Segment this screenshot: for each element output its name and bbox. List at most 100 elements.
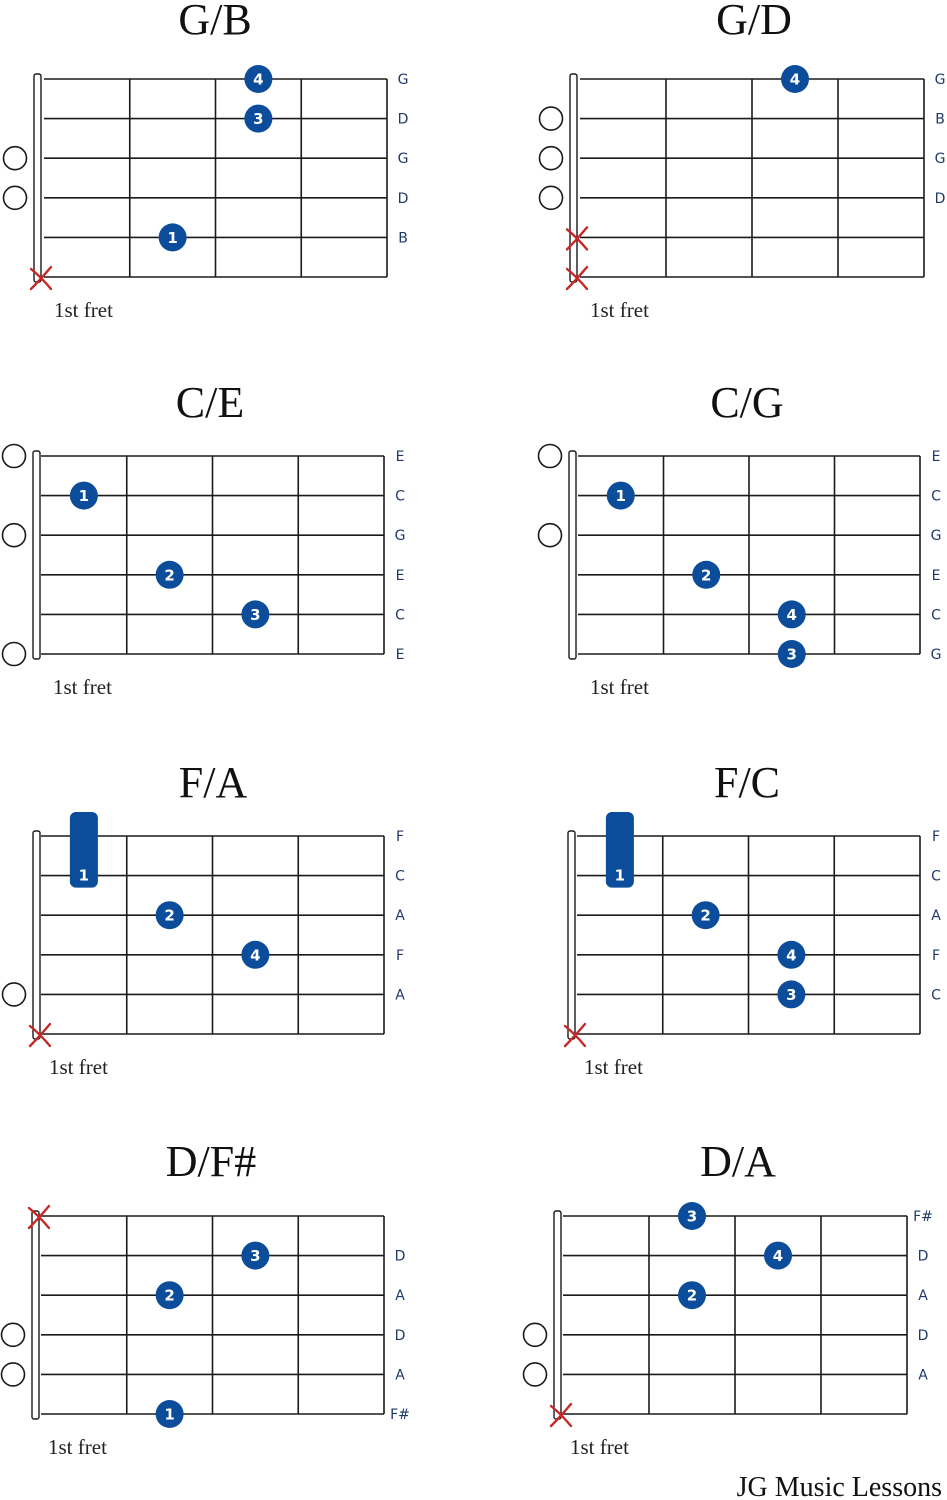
fret-position-label: 1st fret	[49, 1055, 108, 1079]
string-label: F	[932, 829, 940, 845]
string-label: G	[931, 647, 942, 663]
finger-number: 3	[250, 606, 260, 624]
finger-dot	[691, 901, 720, 930]
fret-position-label: 1st fret	[54, 298, 113, 322]
string-label: C	[395, 489, 405, 505]
finger-dot	[241, 1241, 270, 1270]
finger-number: 1	[164, 1406, 174, 1424]
open-string-marker	[1, 443, 27, 469]
string-label: C	[931, 987, 941, 1003]
nut	[553, 1210, 562, 1420]
finger-number: 4	[250, 946, 260, 964]
string-label: G	[395, 528, 406, 544]
finger-number: 1	[616, 487, 626, 505]
chord-title: C/G	[710, 378, 783, 427]
string-label: G	[398, 151, 409, 167]
open-string-marker	[538, 185, 564, 211]
string-label: B	[935, 112, 945, 128]
nut	[32, 830, 41, 1040]
finger-dot	[781, 65, 809, 93]
finger-dot	[777, 940, 806, 969]
credit-text: JG Music Lessons	[737, 1472, 942, 1500]
string-label: G	[935, 72, 946, 88]
string-label: F	[396, 829, 404, 845]
finger-dot	[606, 481, 635, 510]
string-label: E	[396, 568, 405, 584]
open-string-marker	[0, 1362, 26, 1387]
open-string-marker	[537, 522, 563, 548]
open-string-marker	[0, 1322, 26, 1348]
nut	[32, 450, 41, 660]
string-label: E	[932, 568, 941, 584]
string-label: A	[395, 908, 405, 924]
finger-number: 3	[786, 986, 796, 1004]
open-string-marker	[2, 185, 28, 211]
fret-position-label: 1st fret	[53, 675, 112, 699]
open-string-marker	[1, 641, 27, 667]
string-label: G	[398, 72, 409, 88]
string-label: F#	[390, 1407, 410, 1423]
string-label: E	[396, 647, 405, 663]
finger-number: 2	[687, 1287, 697, 1305]
finger-number: 4	[787, 606, 797, 624]
open-string-marker	[1, 982, 27, 1007]
finger-number: 2	[164, 1287, 174, 1305]
chord-title: D/F#	[166, 1137, 256, 1186]
finger-dot	[678, 1281, 706, 1310]
string-label: D	[935, 191, 946, 207]
finger-number: 3	[253, 110, 263, 128]
barre-marker	[69, 812, 98, 888]
fret-position-label: 1st fret	[584, 1055, 643, 1079]
finger-number: 4	[253, 71, 263, 89]
open-string-marker	[538, 106, 564, 131]
muted-string-marker	[29, 265, 53, 291]
finger-dot	[244, 65, 273, 93]
chord-title: C/E	[176, 378, 244, 427]
fret-position-label: 1st fret	[48, 1435, 107, 1459]
muted-string-marker	[565, 226, 589, 251]
muted-string-marker	[549, 1402, 573, 1428]
open-string-marker	[537, 443, 563, 469]
chord-title: F/C	[714, 758, 780, 807]
string-label: C	[931, 607, 941, 623]
string-label: F#	[913, 1209, 933, 1225]
string-label: D	[918, 1328, 929, 1344]
string-label: D	[398, 191, 409, 207]
chord-title: F/A	[179, 758, 248, 807]
finger-number: 2	[700, 907, 710, 925]
muted-string-marker	[565, 265, 589, 291]
string-label: C	[395, 869, 405, 885]
finger-dot	[692, 560, 721, 589]
finger-number: 1	[79, 867, 89, 885]
string-label: D	[918, 1249, 929, 1265]
string-label: E	[932, 449, 941, 465]
string-label: A	[931, 908, 941, 924]
string-label: D	[398, 112, 409, 128]
finger-dot	[244, 104, 273, 133]
finger-dot	[155, 560, 184, 589]
muted-string-marker	[563, 1022, 587, 1048]
string-label: A	[918, 1367, 928, 1383]
open-string-marker	[522, 1362, 548, 1387]
fret-position-label: 1st fret	[590, 675, 649, 699]
muted-string-marker	[28, 1022, 52, 1048]
nut	[569, 73, 578, 283]
string-label: A	[395, 987, 405, 1003]
string-label: B	[398, 230, 408, 246]
string-label: F	[932, 948, 940, 964]
open-string-marker	[1, 522, 27, 548]
finger-number: 3	[787, 646, 797, 664]
finger-dot	[155, 1281, 184, 1310]
string-label: G	[935, 151, 946, 167]
chord-title: G/D	[716, 0, 792, 44]
nut	[568, 450, 577, 660]
muted-string-marker	[27, 1204, 51, 1230]
barre-marker	[605, 812, 634, 888]
string-label: D	[395, 1328, 406, 1344]
open-string-marker	[2, 145, 28, 171]
